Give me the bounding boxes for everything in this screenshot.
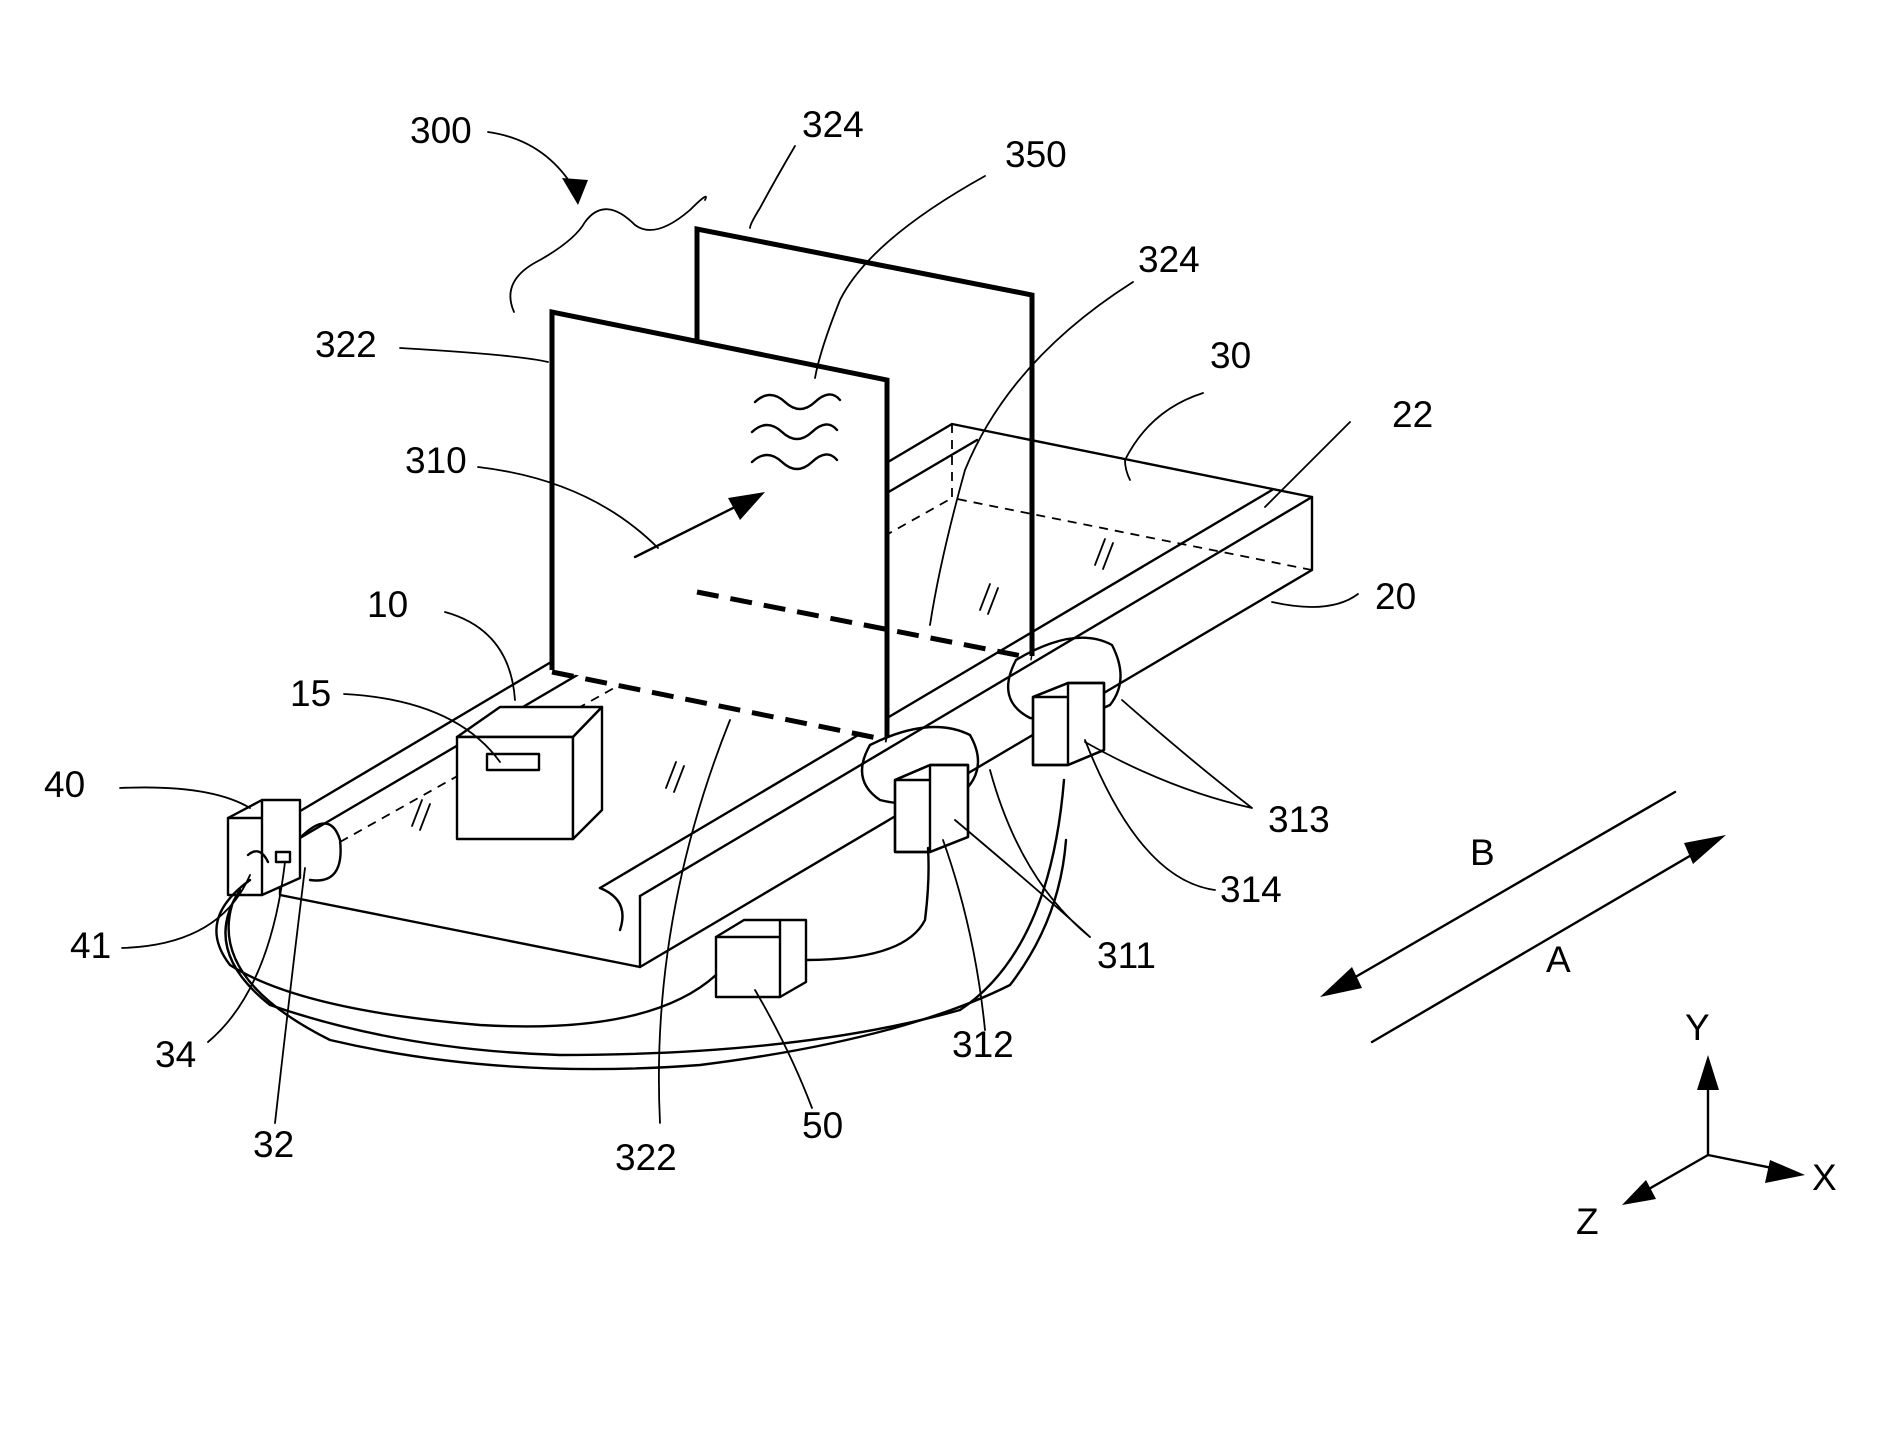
- label-20: 20: [1375, 576, 1416, 617]
- item-box-10: [457, 707, 602, 839]
- label-10: 10: [367, 584, 408, 625]
- arrow-A-head: [1684, 835, 1726, 864]
- direction-arrows: [1320, 792, 1726, 1042]
- label-34: 34: [155, 1034, 196, 1075]
- drive-motor-40: [228, 800, 300, 895]
- conveyor-front-face: [280, 823, 640, 967]
- label-Y: Y: [1685, 1007, 1710, 1048]
- label-300: 300: [410, 110, 472, 151]
- axis-x-arrowhead: [1765, 1160, 1805, 1183]
- leader-22: [1265, 422, 1350, 507]
- sensor-pair-311-312: [862, 727, 978, 852]
- leader-300-arrowhead: [562, 178, 588, 205]
- label-311: 311: [1097, 935, 1156, 976]
- label-30: 30: [1210, 335, 1251, 376]
- label-22: 22: [1392, 394, 1433, 435]
- motor-coupling-34: [276, 852, 290, 862]
- label-350: 350: [1005, 134, 1067, 175]
- label-Z: Z: [1576, 1201, 1599, 1242]
- label-322-bottom: 322: [615, 1137, 677, 1178]
- label-312: 312: [952, 1024, 1014, 1065]
- cable-outer-loop: [229, 840, 1066, 1069]
- label-50: 50: [802, 1105, 843, 1146]
- brace-300: [510, 197, 706, 312]
- label-15: 15: [290, 673, 331, 714]
- arrow-B-head: [1320, 967, 1362, 997]
- label-40: 40: [44, 764, 85, 805]
- label-324-right: 324: [1138, 239, 1200, 280]
- label-314: 314: [1220, 869, 1282, 910]
- label-41: 41: [70, 925, 111, 966]
- label-A: A: [1546, 939, 1571, 980]
- arrow-B-line: [1345, 792, 1675, 983]
- label-324-top: 324: [802, 104, 864, 145]
- label-32: 32: [253, 1124, 294, 1165]
- cable-50-to-312: [806, 848, 929, 960]
- label-322-top: 322: [315, 324, 377, 365]
- leader-313: [1085, 700, 1252, 808]
- sensor-pair-313-314: [1008, 638, 1120, 765]
- arrow-A-line: [1372, 850, 1700, 1042]
- leader-10: [445, 612, 515, 700]
- image-display-screens: [552, 229, 1032, 740]
- leader-311: [955, 770, 1090, 937]
- axis-y-arrowhead: [1697, 1055, 1719, 1090]
- leader-350: [815, 176, 985, 378]
- coordinate-axes: [1622, 1055, 1805, 1205]
- label-B: B: [1470, 832, 1495, 873]
- leader-300: [488, 132, 575, 190]
- label-X: X: [1812, 1157, 1837, 1198]
- roller-end-right: [600, 888, 623, 930]
- axis-z-arrowhead: [1622, 1180, 1656, 1205]
- leader-324-top: [750, 146, 795, 228]
- leader-40: [120, 787, 250, 808]
- controller-50: [716, 920, 806, 997]
- roller-end-32: [300, 823, 341, 880]
- label-313: 313: [1268, 799, 1330, 840]
- label-310: 310: [405, 440, 467, 481]
- leader-20: [1272, 594, 1358, 607]
- leader-312: [943, 840, 985, 1030]
- leader-322-top: [400, 348, 548, 362]
